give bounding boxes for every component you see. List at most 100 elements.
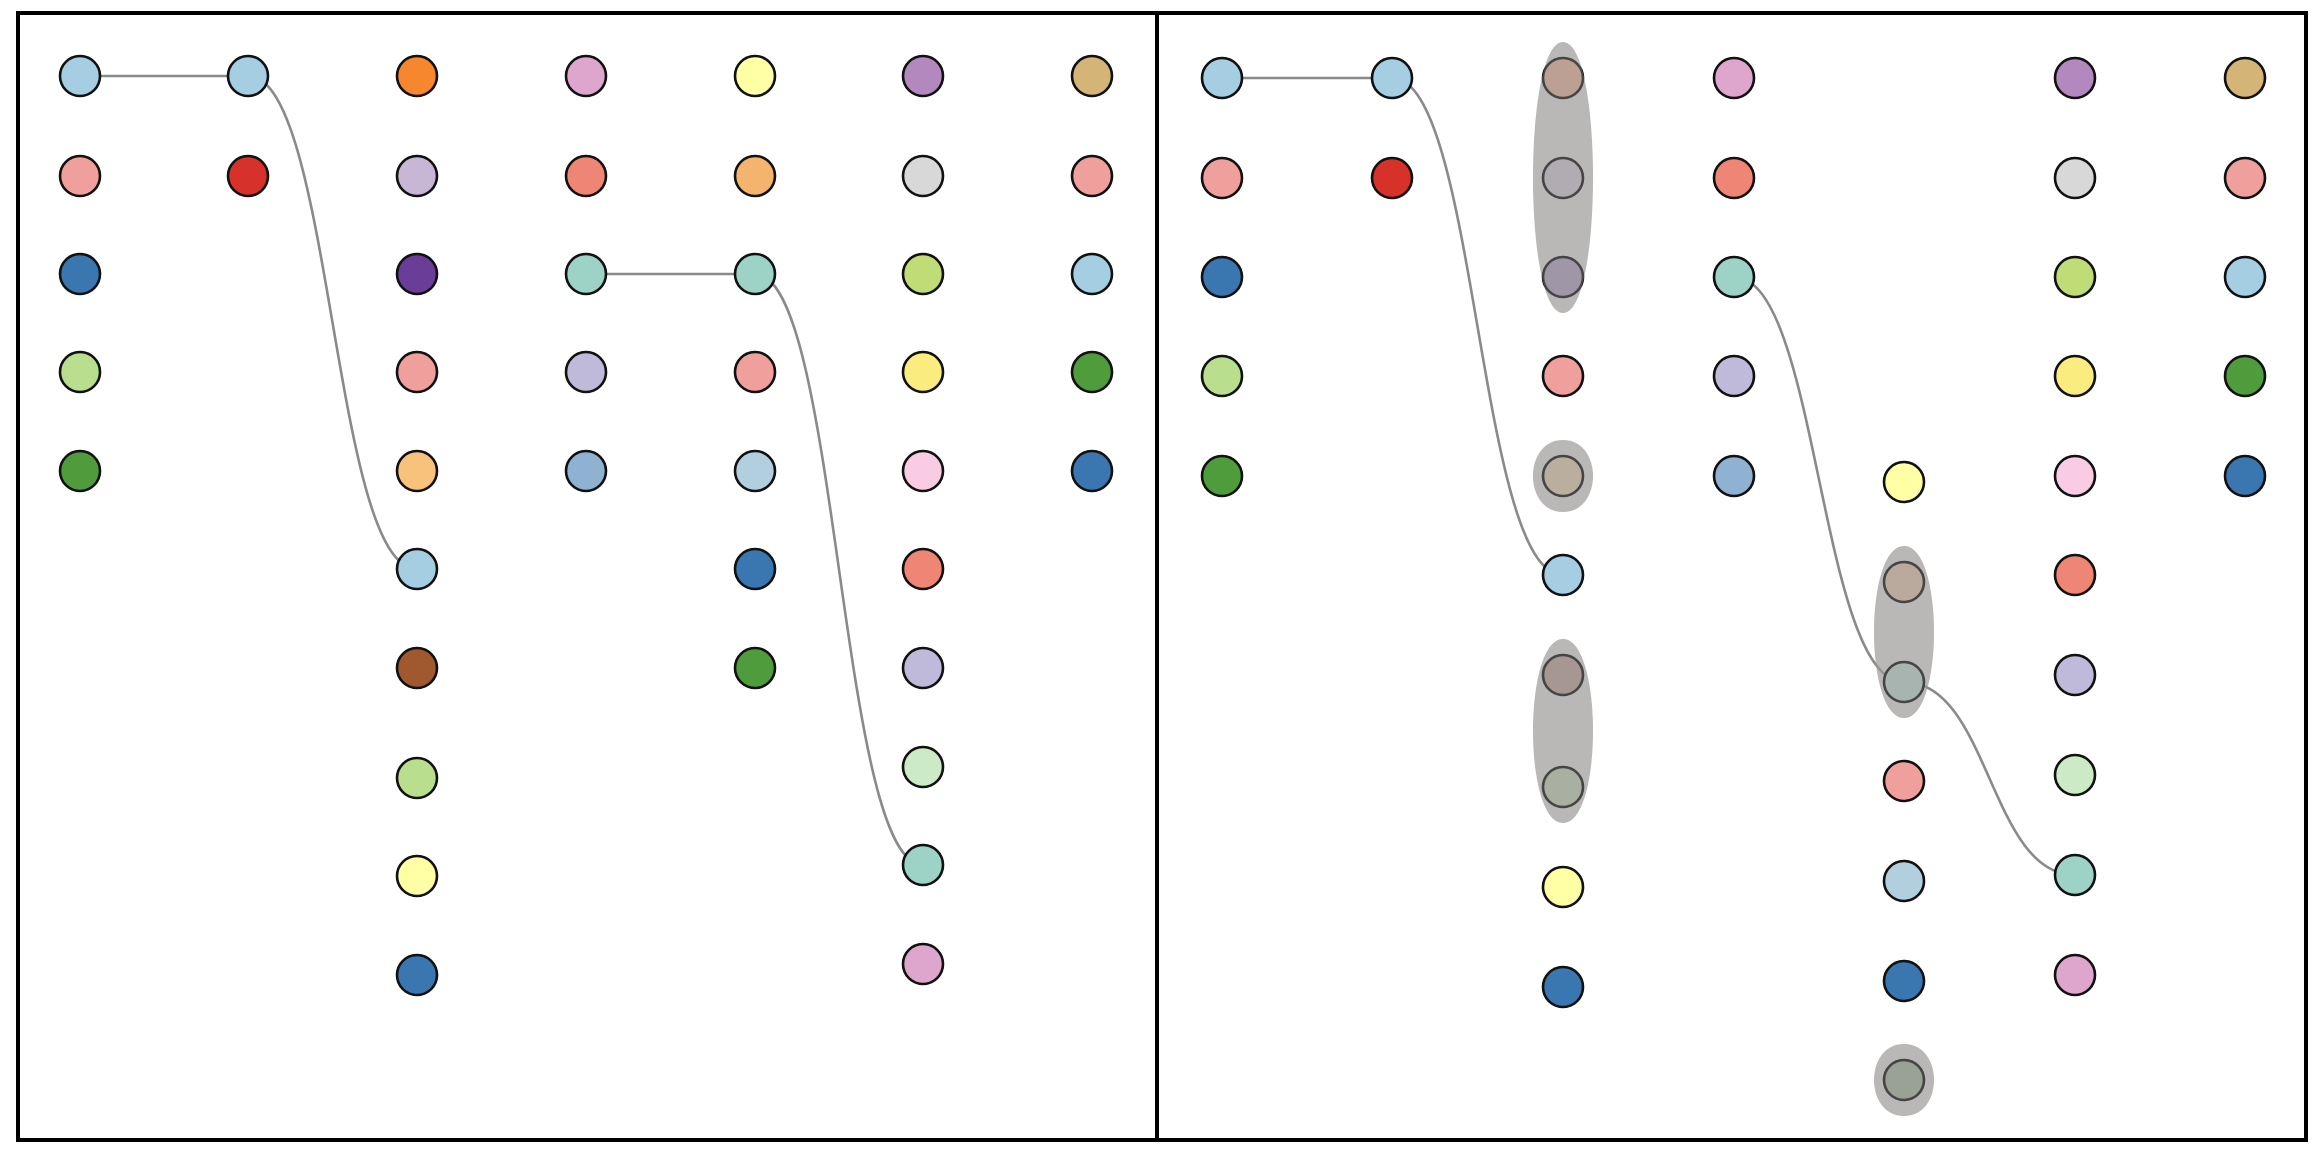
left-node-c5-r8 bbox=[901, 843, 945, 887]
right-node-c1-r0 bbox=[1370, 56, 1414, 100]
left-node-c5-r5 bbox=[901, 547, 945, 591]
right-node-c2-r5 bbox=[1541, 553, 1585, 597]
right-node-c4-r6 bbox=[1882, 1058, 1926, 1102]
left-node-c5-r4 bbox=[901, 449, 945, 493]
right-node-c3-r1 bbox=[1712, 156, 1756, 200]
left-node-c4-r1 bbox=[733, 154, 777, 198]
right-node-c2-r8 bbox=[1541, 865, 1585, 909]
left-node-c2-r1 bbox=[395, 154, 439, 198]
right-node-c0-r4 bbox=[1200, 454, 1244, 498]
left-node-c4-r3 bbox=[733, 350, 777, 394]
left-node-c4-r6 bbox=[733, 646, 777, 690]
right-node-c0-r0 bbox=[1200, 56, 1244, 100]
right-node-c4-r5 bbox=[1882, 959, 1926, 1003]
left-node-c2-r2 bbox=[395, 252, 439, 296]
right-node-c4-r3 bbox=[1882, 759, 1926, 803]
right-link-1 bbox=[1391, 76, 1564, 577]
left-node-c0-r1 bbox=[58, 154, 102, 198]
left-node-c2-r7 bbox=[395, 756, 439, 800]
right-node-c5-r3 bbox=[2053, 354, 2097, 398]
left-node-c2-r6 bbox=[395, 646, 439, 690]
right-node-c5-r8 bbox=[2053, 853, 2097, 897]
right-node-c3-r4 bbox=[1712, 454, 1756, 498]
left-node-c6-r2 bbox=[1070, 252, 1114, 296]
left-node-c0-r4 bbox=[58, 449, 102, 493]
left-node-c1-r1 bbox=[226, 154, 270, 198]
right-node-c5-r1 bbox=[2053, 156, 2097, 200]
left-node-c5-r3 bbox=[901, 350, 945, 394]
left-node-c2-r5 bbox=[395, 547, 439, 591]
right-node-c0-r2 bbox=[1200, 255, 1244, 299]
right-node-c5-r9 bbox=[2053, 953, 2097, 997]
right-link-2 bbox=[1733, 275, 1905, 684]
right-node-c5-r2 bbox=[2053, 255, 2097, 299]
left-link-1 bbox=[247, 74, 418, 571]
left-node-c4-r5 bbox=[733, 547, 777, 591]
left-node-c1-r0 bbox=[226, 54, 270, 98]
left-node-c4-r0 bbox=[733, 54, 777, 98]
right-node-c3-r2 bbox=[1712, 255, 1756, 299]
link-edges bbox=[80, 74, 2076, 877]
left-node-c3-r2 bbox=[564, 252, 608, 296]
left-node-c3-r4 bbox=[564, 449, 608, 493]
left-node-c5-r9 bbox=[901, 942, 945, 986]
node-circles bbox=[58, 42, 2267, 1116]
left-node-c3-r1 bbox=[564, 154, 608, 198]
right-node-c2-r9 bbox=[1541, 965, 1585, 1009]
right-node-c2-r4 bbox=[1541, 454, 1585, 498]
right-node-c4-r0 bbox=[1882, 460, 1926, 504]
left-node-c3-r3 bbox=[564, 350, 608, 394]
right-node-c2-r7 bbox=[1541, 765, 1585, 809]
right-node-c4-r4 bbox=[1882, 859, 1926, 903]
right-panel-frame bbox=[1155, 11, 2308, 1142]
right-node-c6-r1 bbox=[2223, 156, 2267, 200]
right-node-c5-r7 bbox=[2053, 753, 2097, 797]
right-node-c2-r3 bbox=[1541, 354, 1585, 398]
right-node-c4-r2 bbox=[1882, 660, 1926, 704]
right-node-c0-r3 bbox=[1200, 354, 1244, 398]
right-node-c6-r4 bbox=[2223, 454, 2267, 498]
left-node-c6-r3 bbox=[1070, 350, 1114, 394]
right-group-overlay-2 bbox=[1533, 639, 1593, 823]
right-node-c6-r2 bbox=[2223, 255, 2267, 299]
right-node-c6-r3 bbox=[2223, 354, 2267, 398]
left-node-c0-r2 bbox=[58, 252, 102, 296]
left-node-c2-r0 bbox=[395, 54, 439, 98]
right-node-c4-r1 bbox=[1882, 560, 1926, 604]
panel-frames bbox=[16, 11, 2308, 1142]
left-node-c2-r3 bbox=[395, 350, 439, 394]
left-node-c2-r4 bbox=[395, 449, 439, 493]
left-node-c4-r2 bbox=[733, 252, 777, 296]
left-node-c6-r4 bbox=[1070, 449, 1114, 493]
left-node-c3-r0 bbox=[564, 54, 608, 98]
right-node-c5-r4 bbox=[2053, 454, 2097, 498]
right-node-c3-r0 bbox=[1712, 56, 1756, 100]
right-node-c5-r6 bbox=[2053, 653, 2097, 697]
left-node-c5-r1 bbox=[901, 154, 945, 198]
left-node-c6-r0 bbox=[1070, 54, 1114, 98]
right-node-c1-r1 bbox=[1370, 156, 1414, 200]
left-node-c2-r9 bbox=[395, 953, 439, 997]
right-node-c2-r2 bbox=[1541, 255, 1585, 299]
right-group-overlay-0 bbox=[1533, 42, 1593, 313]
right-node-c0-r1 bbox=[1200, 156, 1244, 200]
right-link-3 bbox=[1903, 680, 2076, 877]
left-node-c2-r8 bbox=[395, 854, 439, 898]
left-node-c4-r4 bbox=[733, 449, 777, 493]
right-node-c2-r1 bbox=[1541, 156, 1585, 200]
left-node-c0-r3 bbox=[58, 350, 102, 394]
right-group-overlay-1 bbox=[1533, 440, 1593, 512]
right-group-overlay-3 bbox=[1874, 546, 1934, 718]
right-node-c6-r0 bbox=[2223, 56, 2267, 100]
left-node-c5-r7 bbox=[901, 745, 945, 789]
right-node-c2-r6 bbox=[1541, 653, 1585, 697]
left-node-c5-r0 bbox=[901, 54, 945, 98]
left-node-c5-r2 bbox=[901, 252, 945, 296]
left-link-3 bbox=[754, 272, 924, 867]
left-node-c5-r6 bbox=[901, 646, 945, 690]
left-node-c6-r1 bbox=[1070, 154, 1114, 198]
right-node-c3-r3 bbox=[1712, 354, 1756, 398]
left-node-c0-r0 bbox=[58, 54, 102, 98]
